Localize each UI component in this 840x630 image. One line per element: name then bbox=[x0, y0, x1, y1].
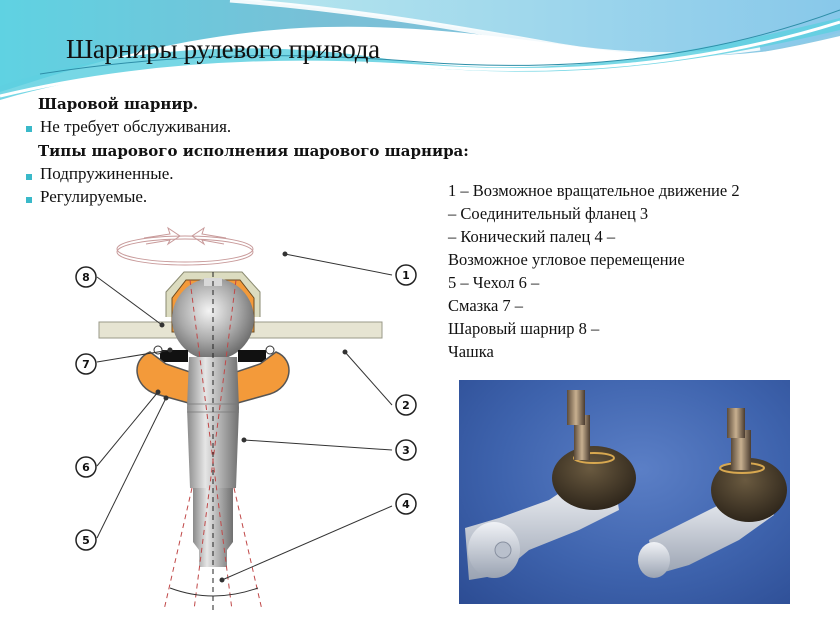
svg-text:7: 7 bbox=[82, 358, 90, 371]
svg-text:8: 8 bbox=[82, 271, 90, 284]
callout-5: 5 bbox=[75, 529, 97, 551]
bullet-icon bbox=[26, 197, 32, 203]
bullet-icon bbox=[26, 174, 32, 180]
heading-ball-joint: Шаровой шарнир. bbox=[38, 95, 199, 113]
legend-line: 1 – Возможное вращательное движение 2 bbox=[448, 181, 740, 200]
legend-line: Смазка 7 – bbox=[448, 296, 524, 315]
bullet-item: Подпружиненные. bbox=[40, 164, 174, 183]
callout-1: 1 bbox=[395, 264, 417, 286]
heading-types: Типы шарового исполнения шарового шарнир… bbox=[38, 142, 469, 160]
svg-text:3: 3 bbox=[402, 444, 410, 457]
svg-text:5: 5 bbox=[82, 534, 90, 547]
callout-6: 6 bbox=[75, 456, 97, 478]
callout-4: 4 bbox=[395, 493, 417, 515]
rotation-arrow-icon bbox=[116, 226, 254, 266]
callout-3: 3 bbox=[395, 439, 417, 461]
svg-text:6: 6 bbox=[82, 461, 90, 474]
legend-line: – Конический палец 4 – bbox=[448, 227, 616, 246]
callout-2: 2 bbox=[395, 394, 417, 416]
slide-title: Шарниры рулевого привода bbox=[66, 34, 380, 64]
bullet-item: Не требует обслуживания. bbox=[40, 117, 232, 136]
legend-line: Чашка bbox=[448, 342, 494, 361]
svg-text:4: 4 bbox=[402, 498, 410, 511]
bullet-icon bbox=[26, 126, 32, 132]
legend-line: – Соединительный фланец 3 bbox=[448, 204, 649, 223]
svg-text:1: 1 bbox=[402, 269, 410, 282]
callout-7: 7 bbox=[75, 353, 97, 375]
bullet-item: Регулируемые. bbox=[40, 187, 148, 206]
callout-8: 8 bbox=[75, 266, 97, 288]
svg-text:2: 2 bbox=[402, 399, 410, 412]
legend-line: 5 – Чехол 6 – bbox=[448, 273, 540, 292]
legend-line: Возможное угловое перемещение bbox=[448, 250, 685, 269]
ball-joint-diagram: 8 7 6 5 1 2 3 4 bbox=[62, 222, 428, 612]
legend-line: Шаровый шарнир 8 – bbox=[448, 319, 600, 338]
tie-rod-illustration bbox=[465, 390, 787, 580]
tie-rod-ends-photo bbox=[459, 380, 790, 604]
header-wave-decoration bbox=[0, 0, 840, 130]
